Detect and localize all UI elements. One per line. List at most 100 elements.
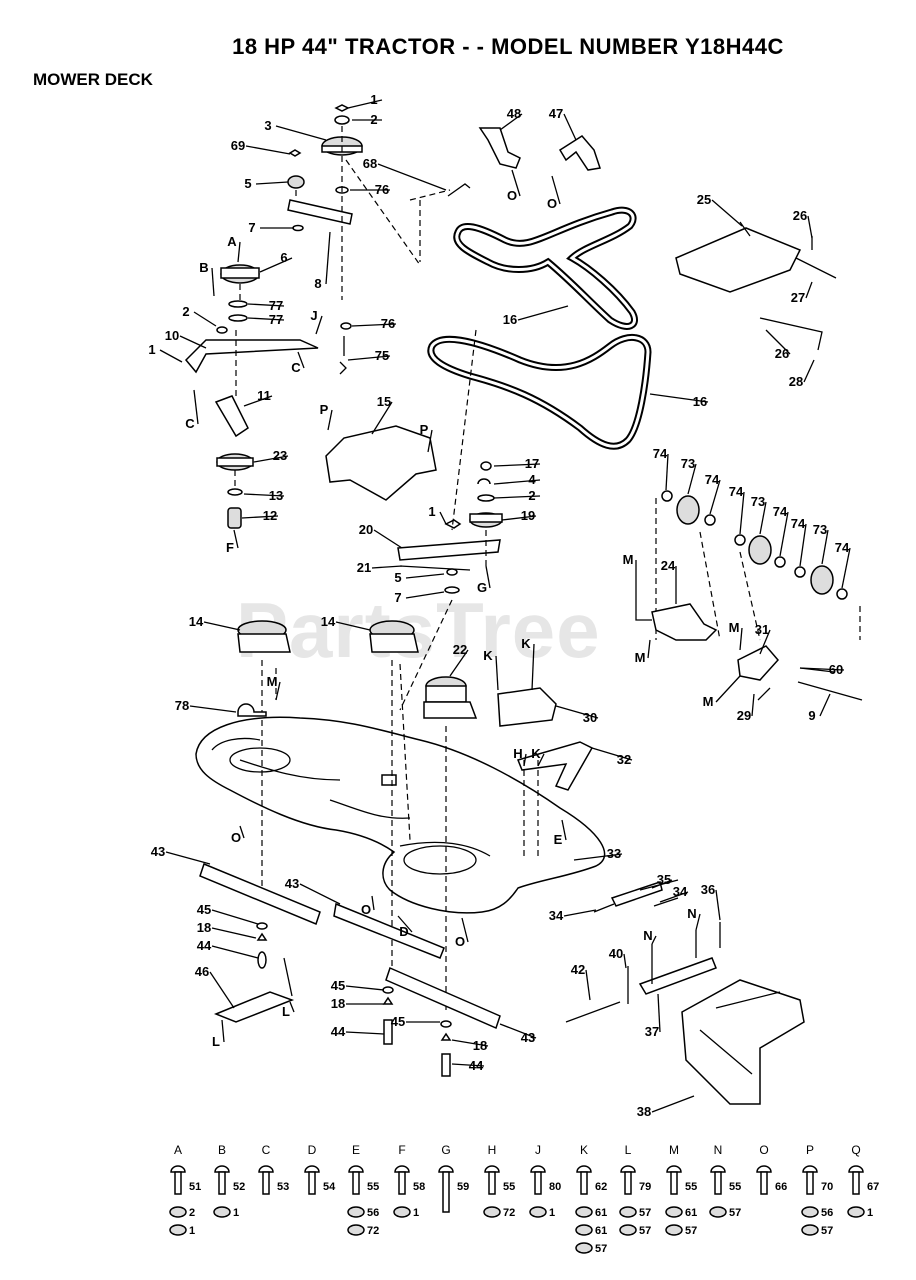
callout-leader-c4 (493, 479, 541, 485)
callout-leader-c78 (189, 705, 237, 713)
callout-leader-cK1 (495, 655, 499, 691)
bolt-shaft-icon (580, 1171, 588, 1195)
bolt-head-icon (348, 1165, 364, 1173)
callout-cP1: P (320, 402, 329, 417)
callout-leader-cH1 (523, 753, 527, 767)
callout-leader-c3 (275, 125, 327, 141)
callout-leader-c6 (259, 257, 293, 273)
callout-leader-c2c (493, 495, 541, 499)
hardware-letter: A (174, 1143, 182, 1157)
hardware-letter: D (308, 1143, 317, 1157)
callout-leader-cC1 (297, 351, 305, 369)
callout-leader-c48 (499, 113, 523, 131)
bolt-head-icon (530, 1165, 546, 1173)
hardware-part-number: 54 (323, 1181, 336, 1193)
callout-leader-c23 (253, 455, 289, 463)
callout-c73c: 73 (813, 522, 827, 537)
bolt-shaft-icon (714, 1171, 722, 1195)
callout-cD1: D (399, 924, 408, 939)
hardware-part-number: 57 (639, 1207, 651, 1219)
belt-cover (325, 425, 437, 501)
callout-c40: 40 (609, 946, 623, 961)
callout-c46: 46 (195, 964, 209, 979)
callout-c78: 78 (175, 698, 189, 713)
callout-c48: 48 (507, 106, 521, 121)
callout-c45a: 45 (197, 902, 211, 917)
callout-c23: 23 (273, 448, 287, 463)
callout-cL1: L (212, 1034, 220, 1049)
callout-leader-c19 (501, 515, 537, 521)
hardware-part-number: 59 (457, 1181, 469, 1193)
callout-c7b: 7 (394, 590, 401, 605)
callout-leader-c8 (325, 231, 331, 285)
callout-leader-c77b (247, 317, 285, 321)
hardware-part-number: 56 (367, 1207, 379, 1219)
hardware-part-number: 57 (685, 1225, 697, 1237)
callout-leader-c44b (345, 1031, 385, 1035)
callout-cP2: P (420, 422, 429, 437)
callout-c6: 6 (280, 250, 287, 265)
callout-c44c: 44 (469, 1058, 484, 1073)
callout-c2a: 2 (370, 112, 377, 127)
hardware-letter: N (714, 1143, 723, 1157)
callout-c69: 69 (231, 138, 245, 153)
callout-leader-c43a (165, 851, 211, 865)
callout-c1b: 1 (148, 342, 155, 357)
callout-c47: 47 (549, 106, 563, 121)
callout-cM1: M (623, 552, 634, 567)
callout-cM2: M (635, 650, 646, 665)
callout-leader-cP1 (327, 409, 333, 431)
callout-leader-c18a (211, 927, 257, 939)
hardware-letter: C (262, 1143, 271, 1157)
callout-c8: 8 (314, 276, 321, 291)
nut-washer-icon (665, 1224, 683, 1236)
callout-leader-c16a (517, 305, 569, 321)
callout-leader-cC2 (193, 389, 199, 425)
hardware-part-number: 1 (549, 1207, 555, 1219)
bolt-shaft-icon (442, 1171, 450, 1213)
bolt-head-icon (802, 1165, 818, 1173)
callout-leader-c36 (715, 889, 721, 921)
callout-c74e: 74 (791, 516, 806, 531)
callout-c14a: 14 (189, 614, 204, 629)
hardware-letter: B (218, 1143, 226, 1157)
callout-leader-c74a (665, 453, 669, 491)
hardware-part-number: 67 (867, 1181, 879, 1193)
hardware-part-number: 55 (503, 1181, 515, 1193)
callout-leader-cN1 (651, 935, 657, 945)
callout-leader-c44c (451, 1063, 485, 1067)
callout-leader-c76b (351, 323, 397, 327)
callout-leader-c2b (193, 311, 217, 327)
callout-leader-cN2 (695, 913, 701, 931)
callout-leader-c74f (841, 547, 851, 589)
nut-washer-icon (169, 1206, 187, 1218)
callout-c44a: 44 (197, 938, 212, 953)
callout-leader-c60 (799, 667, 845, 671)
callout-leader-c16b (649, 393, 709, 403)
callout-leader-cL2 (289, 1001, 295, 1013)
nut-washer-icon (347, 1206, 365, 1218)
hardware-part-number: 61 (685, 1207, 697, 1219)
callout-leader-cO4 (371, 895, 375, 911)
callout-leader-cA1 (237, 241, 241, 263)
bolt-shaft-icon (308, 1171, 316, 1195)
hardware-letter: G (441, 1143, 450, 1157)
nut-washer-icon (393, 1206, 411, 1218)
callout-cF1: F (226, 540, 234, 555)
callout-c24: 24 (661, 558, 676, 573)
callout-leader-c69 (245, 145, 291, 155)
bolt-shaft-icon (174, 1171, 182, 1195)
callout-leader-c75 (347, 355, 391, 361)
callout-c33: 33 (607, 846, 621, 861)
hardware-part-number: 55 (685, 1181, 697, 1193)
bolt-head-icon (666, 1165, 682, 1173)
callout-cC1: C (291, 360, 301, 375)
callout-c13: 13 (269, 488, 283, 503)
callout-leader-c32 (591, 747, 633, 761)
